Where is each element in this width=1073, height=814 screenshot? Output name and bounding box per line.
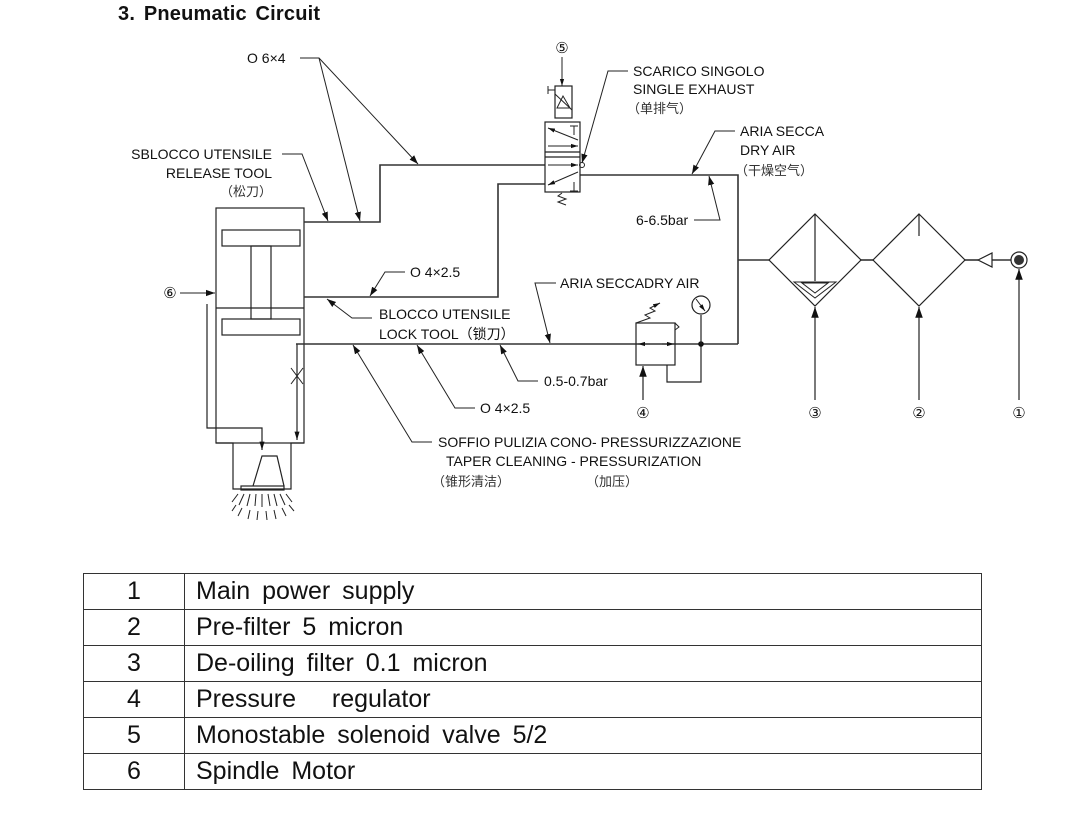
air-spray-icon (231, 493, 295, 521)
label-pipe-6x4: O 6×4 (247, 50, 286, 66)
spindle-nose (216, 442, 304, 490)
valve-spring (556, 192, 568, 206)
filter-prefilter (872, 213, 966, 400)
regulator-body (635, 322, 676, 366)
legend-desc: Main power supply (184, 573, 982, 610)
callout-3: ③ (808, 405, 821, 422)
pipes (296, 164, 1011, 345)
pipe-lock-tool (304, 183, 545, 298)
table-row: 6 Spindle Motor (83, 753, 982, 790)
pipe-dry-air-main (580, 174, 739, 344)
label-pressurization-cn: （加压） (586, 475, 638, 490)
leader-lines (180, 57, 735, 443)
callout-4: ④ (636, 405, 649, 422)
label-taper-cn: （锥形清洁） (432, 475, 510, 490)
callout-5: ⑤ (555, 40, 568, 57)
label-release-tool-it: SBLOCCO UTENSILE (131, 146, 272, 162)
solenoid-coil (554, 85, 573, 119)
table-row: 3 De-oiling filter 0.1 micron (83, 645, 982, 682)
label-pressure-high: 6-6.5bar (636, 212, 688, 228)
solenoid-diagonal (547, 86, 573, 111)
label-release-tool-cn: （松刀） (220, 185, 272, 200)
label-dry-air-it: ARIA SECCA (740, 123, 825, 139)
spindle-motor (206, 207, 305, 521)
piston-top (221, 229, 301, 247)
legend-num: 6 (83, 753, 185, 790)
solenoid-triangle (556, 94, 571, 109)
label-single-exhaust-it: SCARICO SINGOLO (633, 63, 765, 79)
label-pipe-4x25-a: O 4×2.5 (410, 264, 460, 280)
legend-num: 3 (83, 645, 185, 682)
label-single-exhaust-cn: （单排气） (627, 101, 692, 117)
legend-num: 4 (83, 681, 185, 718)
filter-deoiling (768, 213, 862, 400)
legend-desc: De-oiling filter 0.1 micron (184, 645, 982, 682)
pressure-regulator (635, 295, 711, 400)
callout-1: ① (1012, 405, 1025, 422)
label-single-exhaust-en: SINGLE EXHAUST (633, 81, 755, 97)
table-row: 4 Pressure regulator (83, 681, 982, 718)
label-lock-tool-it: BLOCCO UTENSILE (379, 306, 510, 322)
table-row: 2 Pre-filter 5 micron (83, 609, 982, 646)
callout-2: ② (912, 405, 925, 422)
callout-6: ⑥ (163, 285, 176, 302)
spindle-body (215, 207, 305, 444)
taper-cone (252, 455, 285, 487)
legend-num: 1 (83, 573, 185, 610)
legend-num: 2 (83, 609, 185, 646)
pneumatic-circuit-diagram: O 6×4 SBLOCCO UTENSILE RELEASE TOOL （松刀）… (131, 40, 1028, 521)
label-dry-air-low: ARIA SECCADRY AIR (560, 275, 700, 291)
nozzle-plate (240, 485, 285, 491)
label-taper-it: SOFFIO PULIZIA CONO- PRESSURIZZAZIONE (438, 434, 741, 450)
table-row: 1 Main power supply (83, 573, 982, 610)
piston-bottom (221, 318, 301, 336)
internal-line-left (206, 304, 265, 450)
legend-desc: Monostable solenoid valve 5/2 (184, 717, 982, 754)
component-legend-table: 1 Main power supply 2 Pre-filter 5 micro… (83, 573, 982, 790)
legend-desc: Pre-filter 5 micron (184, 609, 982, 646)
main-supply-icon (1010, 251, 1028, 400)
restrictor-x (290, 367, 304, 385)
legend-desc: Pressure regulator (184, 681, 982, 718)
legend-num: 5 (83, 717, 185, 754)
check-valve-icon (976, 252, 993, 268)
solenoid-valve (544, 57, 585, 206)
label-taper-en: TAPER CLEANING - PRESSURIZATION (446, 453, 701, 469)
pressure-gauge-icon (691, 295, 711, 315)
section-title: 3. Pneumatic Circuit (118, 3, 321, 25)
pipe-release-tool (304, 164, 545, 223)
legend-desc: Spindle Motor (184, 753, 982, 790)
label-dry-air-en: DRY AIR (740, 142, 796, 158)
label-dry-air-cn: （干燥空气） (735, 163, 813, 179)
label-pressure-low: 0.5-0.7bar (544, 373, 608, 389)
table-row: 5 Monostable solenoid valve 5/2 (83, 717, 982, 754)
label-pipe-4x25-b: O 4×2.5 (480, 400, 530, 416)
label-release-tool-en: RELEASE TOOL (166, 165, 272, 181)
regulator-spring (635, 302, 661, 324)
label-lock-tool-en: LOCK TOOL（锁刀） (379, 326, 515, 342)
